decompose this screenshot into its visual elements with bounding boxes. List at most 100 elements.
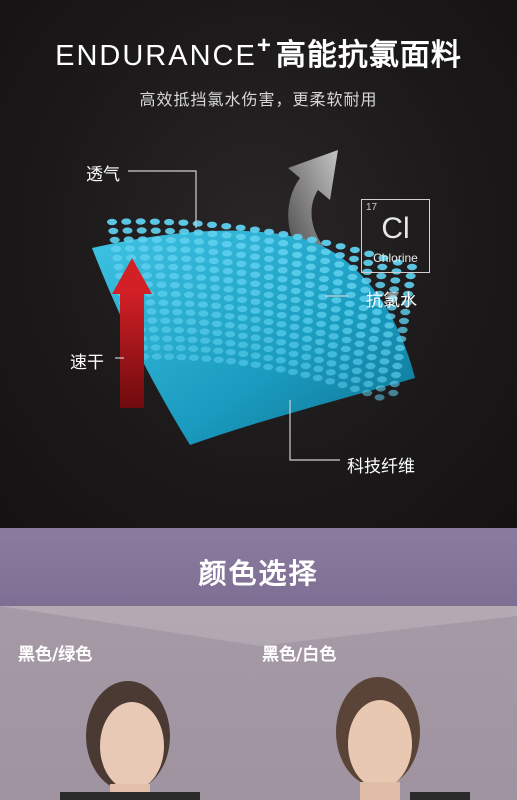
fabric-dot: [222, 259, 233, 266]
fabric-dot: [237, 314, 248, 321]
fabric-dot: [380, 349, 391, 356]
fabric-dot: [250, 253, 260, 260]
fabric-dot: [321, 239, 332, 247]
fabric-dot: [226, 358, 236, 365]
fabric-dot: [392, 362, 403, 370]
fabric-dot: [174, 326, 184, 334]
fabric-dot: [277, 276, 288, 283]
chlorine-element-box: 17 Cl Chlorine: [361, 199, 430, 273]
fabric-dot: [221, 223, 232, 230]
fabric-dot: [389, 286, 400, 293]
fabric-dot: [369, 326, 380, 334]
fabric-dot: [141, 263, 151, 270]
fabric-dot: [250, 316, 261, 323]
fabric-dot: [263, 336, 274, 344]
color-option-black-white[interactable]: 黑色/白色: [262, 645, 337, 665]
fabric-dot: [236, 242, 246, 249]
fabric-dot: [153, 254, 164, 261]
fabric-dot: [292, 233, 303, 241]
fabric-dot: [317, 302, 328, 310]
fabric-dot: [320, 257, 331, 265]
feature-quick-dry: 速干: [70, 353, 104, 373]
fabric-dot: [123, 236, 134, 243]
fabric-dot: [381, 340, 392, 347]
fabric-dot: [313, 365, 324, 373]
fabric-dot: [142, 272, 152, 279]
feature-tech-fiber: 科技纤维: [347, 457, 415, 477]
fabric-dot: [263, 291, 274, 299]
fabric-dot: [288, 350, 299, 358]
fabric-dot: [183, 282, 194, 289]
fabric-dot: [396, 335, 407, 343]
fabric-dot: [169, 281, 180, 289]
color-option-black-green[interactable]: 黑色/绿色: [18, 645, 93, 665]
fabric-dot: [344, 300, 355, 308]
fabric-dot: [332, 279, 343, 286]
fabric-dot: [147, 317, 158, 324]
fabric-dot: [390, 277, 401, 284]
fabric-dot: [180, 246, 191, 253]
fabric-dot: [319, 275, 329, 283]
fabric-dot: [197, 301, 208, 308]
fabric-dot: [196, 274, 207, 281]
fabric-dot: [187, 336, 198, 343]
fabric-dot: [263, 273, 274, 281]
fabric-dot: [213, 356, 224, 363]
fabric-dot: [188, 345, 199, 352]
fabric-dot: [264, 228, 275, 236]
fabric-dot: [263, 300, 274, 308]
fabric-dot: [236, 269, 247, 276]
fabric-dot: [208, 248, 219, 255]
fabric-dot: [277, 258, 288, 265]
fabric-dot: [210, 293, 221, 300]
fabric-dot: [300, 362, 311, 369]
fabric-dot: [288, 359, 299, 367]
fabric-dot: [264, 237, 275, 245]
fabric-dot: [249, 235, 260, 242]
element-symbol: Cl: [381, 212, 410, 245]
fabric-dot: [212, 329, 223, 336]
fabric-dot: [250, 280, 261, 287]
fabric-dot: [378, 367, 389, 374]
fabric-dot: [222, 268, 233, 275]
fabric-dot: [378, 254, 389, 262]
fabric-dot: [148, 326, 159, 333]
fabric-dot: [199, 328, 210, 335]
fabric-dot: [352, 358, 363, 365]
fabric-dot: [375, 385, 386, 392]
fabric-dot: [224, 304, 235, 311]
fabric-dot: [195, 265, 206, 272]
fabric-dot: [163, 344, 174, 351]
fabric-dot: [250, 325, 261, 332]
fabric-dot: [181, 264, 192, 271]
fabric-dot: [329, 324, 340, 331]
fabric-dot: [354, 340, 365, 347]
fabric-dot: [151, 353, 162, 360]
fabric-dot: [221, 241, 232, 248]
fabric-dot: [316, 311, 327, 319]
fabric-dot: [326, 360, 337, 367]
fabric-dot: [317, 293, 328, 301]
fabric-dot: [385, 313, 396, 320]
fabric-dot: [333, 270, 344, 277]
fabric-dot: [221, 232, 232, 239]
fabric-dot: [341, 336, 352, 344]
fabric-dot: [155, 272, 166, 279]
fabric-dot: [212, 338, 223, 345]
fabric-dot: [344, 309, 355, 317]
fabric-dot: [225, 340, 236, 347]
fabric-dot: [315, 329, 326, 337]
fabric-dot: [236, 287, 247, 294]
page-title: ENDURANCE+高能抗氯面料: [0, 30, 517, 74]
fabric-dot: [111, 245, 121, 253]
fabric-dot: [288, 341, 299, 349]
fabric-dot: [353, 349, 364, 356]
fabric-dot: [349, 385, 360, 392]
fabric-dot: [176, 353, 187, 361]
fabric-dot: [392, 259, 403, 266]
fabric-dot: [184, 300, 195, 307]
fabric-dot: [291, 278, 302, 286]
fabric-dot: [223, 277, 234, 284]
fabric-dot: [188, 354, 199, 361]
